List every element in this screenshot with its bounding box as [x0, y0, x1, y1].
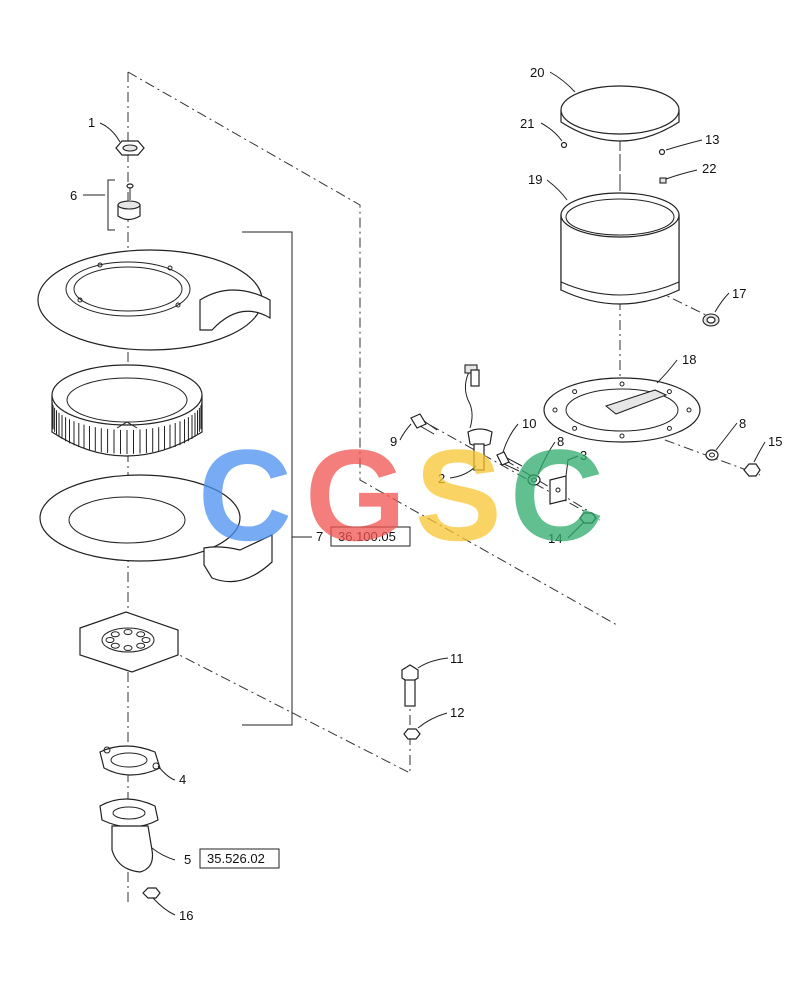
filter-element-pleated: [51, 364, 203, 457]
part-16-nut: [142, 887, 161, 899]
reference-box-35-526-02[interactable]: 35.526.02: [199, 848, 280, 869]
part-12-nut: [403, 728, 421, 740]
callout-8-left: 8: [557, 434, 564, 449]
part-8-washer-left: [527, 474, 541, 486]
hex-plate: [79, 611, 179, 673]
watermark-logo: C G S C: [198, 422, 604, 568]
callout-22: 22: [702, 161, 716, 176]
plate-bolt-hole: [572, 425, 578, 431]
callout-15: 15: [768, 434, 782, 449]
plate-bolt-hole: [619, 381, 625, 387]
callout-5: 5: [184, 852, 191, 867]
part-6-bolt-and-bushing: [107, 179, 141, 231]
callout-10: 10: [522, 416, 536, 431]
callout-20: 20: [530, 65, 544, 80]
callout-labels: 1 6 7 4 5 16 20 21 13 22 19 17 18 9 10 8…: [70, 65, 782, 923]
part-20-lid: [560, 85, 680, 142]
housing-base: [39, 474, 273, 583]
callout-1: 1: [88, 115, 95, 130]
callout-2: 2: [438, 471, 445, 486]
plate-bolt-hole: [686, 407, 692, 413]
callout-13: 13: [705, 132, 719, 147]
callout-leaders: [83, 71, 766, 916]
part-11-bolt: [401, 664, 419, 707]
plate-petal: [105, 637, 115, 643]
plate-bolt-hole: [572, 389, 578, 395]
plate-petal: [110, 631, 120, 638]
callout-12: 12: [450, 705, 464, 720]
callout-16: 16: [179, 908, 193, 923]
plate-petal: [136, 631, 146, 638]
watermark-letter-s: S: [415, 422, 502, 568]
plate-petal: [123, 645, 133, 651]
watermark-letter-c2: C: [510, 422, 604, 568]
plate-bolt-hole: [552, 407, 558, 413]
part-9-bolt: [410, 413, 438, 435]
part-8-washer-right: [705, 449, 719, 461]
reference-text-36-100-05: 36.100.05: [338, 529, 396, 544]
plate-petal: [110, 642, 120, 649]
part-3-clip: [549, 475, 567, 505]
part-15-nut: [743, 463, 761, 477]
assembly-7-bracket: [242, 231, 312, 726]
callout-19: 19: [528, 172, 542, 187]
watermark-letter-c1: C: [198, 422, 292, 568]
reference-box-36-100-05[interactable]: 36.100.05: [330, 526, 411, 547]
part-7-cover-top: [37, 249, 271, 351]
callout-8-right: 8: [739, 416, 746, 431]
callout-6: 6: [70, 188, 77, 203]
part-2-sensor: [464, 364, 493, 471]
part-18-mounting-plate: [543, 377, 701, 443]
plate-bolt-hole: [619, 433, 625, 439]
callout-18: 18: [682, 352, 696, 367]
plate-bolt-hole: [666, 425, 672, 431]
callout-4: 4: [179, 772, 186, 787]
callout-9: 9: [390, 434, 397, 449]
callout-11: 11: [450, 651, 464, 666]
callout-14: 14: [548, 531, 562, 546]
fasteners-21-13-22: [560, 141, 667, 184]
watermark-letter-g: G: [305, 422, 406, 568]
part-10-bolt: [496, 451, 523, 472]
plate-petal: [141, 637, 151, 643]
plate-petal: [123, 629, 133, 635]
part-5-elbow-pipe: [99, 798, 159, 873]
part-14-nut: [579, 512, 597, 524]
part-19-cylinder: [560, 192, 680, 305]
plate-petal: [136, 642, 146, 649]
callout-7: 7: [316, 529, 323, 544]
callout-17: 17: [732, 286, 746, 301]
callout-3: 3: [580, 448, 587, 463]
reference-text-35-526-02: 35.526.02: [207, 851, 265, 866]
part-4-gasket: [99, 745, 161, 776]
part-1-wing-nut: [115, 140, 145, 156]
plate-bolt-hole: [666, 389, 672, 395]
callout-21: 21: [520, 116, 534, 131]
part-17-grommet: [702, 313, 720, 327]
